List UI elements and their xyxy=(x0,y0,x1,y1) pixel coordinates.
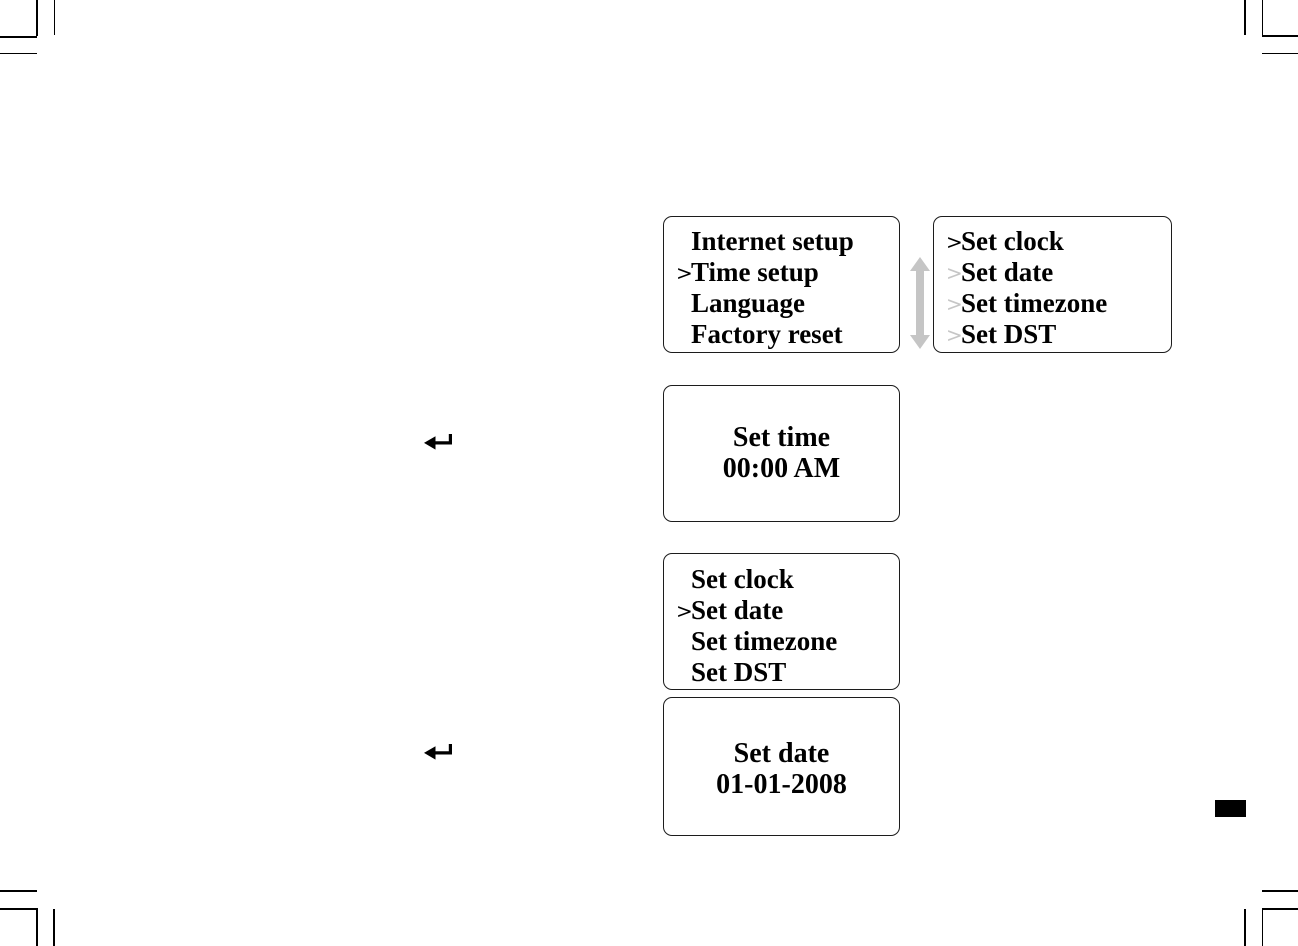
screen-set-date: Set date 01-01-2008 xyxy=(663,697,900,836)
crop-mark-top-right xyxy=(1261,35,1298,37)
crop-mark-top-left xyxy=(36,0,38,36)
crop-mark-top-right xyxy=(1262,52,1298,54)
menu-item: Set clock xyxy=(676,564,899,595)
menu-item-label: Set date xyxy=(691,595,784,625)
menu-item-label: Set timezone xyxy=(691,626,838,656)
screen-title: Set date xyxy=(733,738,830,769)
page-marker xyxy=(1215,800,1246,817)
crop-mark-top-left xyxy=(0,36,37,38)
crop-mark-bottom-right xyxy=(1262,908,1298,910)
crop-mark-top-left xyxy=(53,0,55,35)
enter-arrow-icon xyxy=(424,434,452,450)
menu-item: Language xyxy=(676,288,899,319)
crop-mark-bottom-right xyxy=(1261,908,1263,946)
menu-item: >Set DST xyxy=(946,319,1171,350)
menu-item-label: Set DST xyxy=(691,657,787,687)
crop-mark-bottom-left xyxy=(53,909,55,946)
crop-mark-top-right xyxy=(1261,0,1263,36)
menu-item: Internet setup xyxy=(676,226,899,257)
menu-item: >Set clock xyxy=(946,226,1171,257)
menu-item-label: Language xyxy=(691,288,806,318)
menu-item-label: Internet setup xyxy=(691,226,854,256)
screen-title: Set time xyxy=(732,422,831,453)
scroll-updown-icon xyxy=(910,257,930,349)
screen-value: 00:00 AM xyxy=(722,453,841,484)
menu-item-label: Set DST xyxy=(961,319,1057,349)
menu-item-label: Factory reset xyxy=(691,319,843,349)
menu-item-label: Set clock xyxy=(691,564,794,594)
cursor-icon: > xyxy=(946,260,963,285)
crop-mark-bottom-left xyxy=(0,908,37,910)
menu-item-label: Time setup xyxy=(691,257,819,287)
crop-mark-top-right xyxy=(1244,0,1246,35)
crop-mark-top-left xyxy=(0,52,37,54)
screen-set-time: Set time 00:00 AM xyxy=(663,385,900,522)
menu-item-label: Set date xyxy=(961,257,1054,287)
crop-mark-bottom-right xyxy=(1262,890,1298,892)
menu-item: >Time setup xyxy=(676,257,899,288)
menu-item-label: Set clock xyxy=(961,226,1064,256)
cursor-icon: > xyxy=(946,322,963,347)
cursor-icon: > xyxy=(946,291,963,316)
menu-item: >Set date xyxy=(676,595,899,626)
crop-mark-bottom-right xyxy=(1244,909,1246,946)
menu-item: Factory reset xyxy=(676,319,899,350)
cursor-icon: > xyxy=(676,598,693,623)
screen-value: 01-01-2008 xyxy=(716,769,847,800)
screen-time-setup-menu: >Set clock>Set date>Set timezone>Set DST xyxy=(933,216,1172,353)
cursor-icon: > xyxy=(676,260,693,285)
menu-item: >Set date xyxy=(946,257,1171,288)
menu-item: Set DST xyxy=(676,657,899,688)
crop-mark-bottom-left xyxy=(0,890,37,892)
menu-item: Set timezone xyxy=(676,626,899,657)
cursor-icon: > xyxy=(946,229,963,254)
enter-arrow-icon xyxy=(424,744,452,760)
crop-mark-bottom-left xyxy=(36,908,38,946)
menu-item-label: Set timezone xyxy=(961,288,1108,318)
menu-item: >Set timezone xyxy=(946,288,1171,319)
